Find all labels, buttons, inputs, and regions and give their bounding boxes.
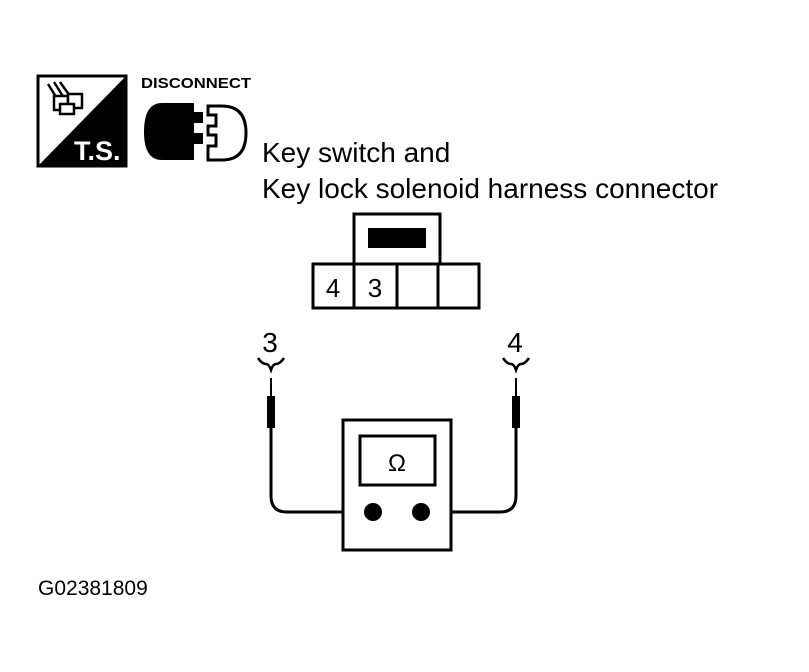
disconnect-icon: DISCONNECT — [141, 75, 251, 162]
connector-title-line1: Key switch and — [262, 137, 450, 168]
ts-icon: T.S. — [36, 74, 128, 168]
ohmmeter-display — [358, 434, 437, 487]
probe-left-label: 3 — [262, 327, 278, 358]
terminal-3: 3 — [368, 273, 382, 303]
connector-title-line2: Key lock solenoid harness connector — [262, 173, 718, 204]
ohm-symbol: Ω — [388, 450, 406, 477]
figure-id: G02381809 — [38, 577, 148, 600]
connector-glyph-icon — [46, 81, 84, 116]
ts-label: T.S. — [74, 136, 121, 166]
connector-lock — [368, 228, 426, 248]
probe-right-brace — [501, 357, 531, 374]
harness-connector — [311, 212, 481, 310]
ohmmeter: Ω — [341, 418, 453, 552]
probe-left-brace — [256, 357, 286, 374]
left-probe — [267, 378, 373, 514]
ohmmeter-jack-right — [412, 503, 430, 521]
disconnect-label: DISCONNECT — [141, 75, 251, 92]
right-probe — [421, 378, 520, 514]
probe-right-label: 4 — [507, 327, 523, 358]
terminal-4: 4 — [326, 273, 340, 303]
ohmmeter-jack-left — [364, 503, 382, 521]
